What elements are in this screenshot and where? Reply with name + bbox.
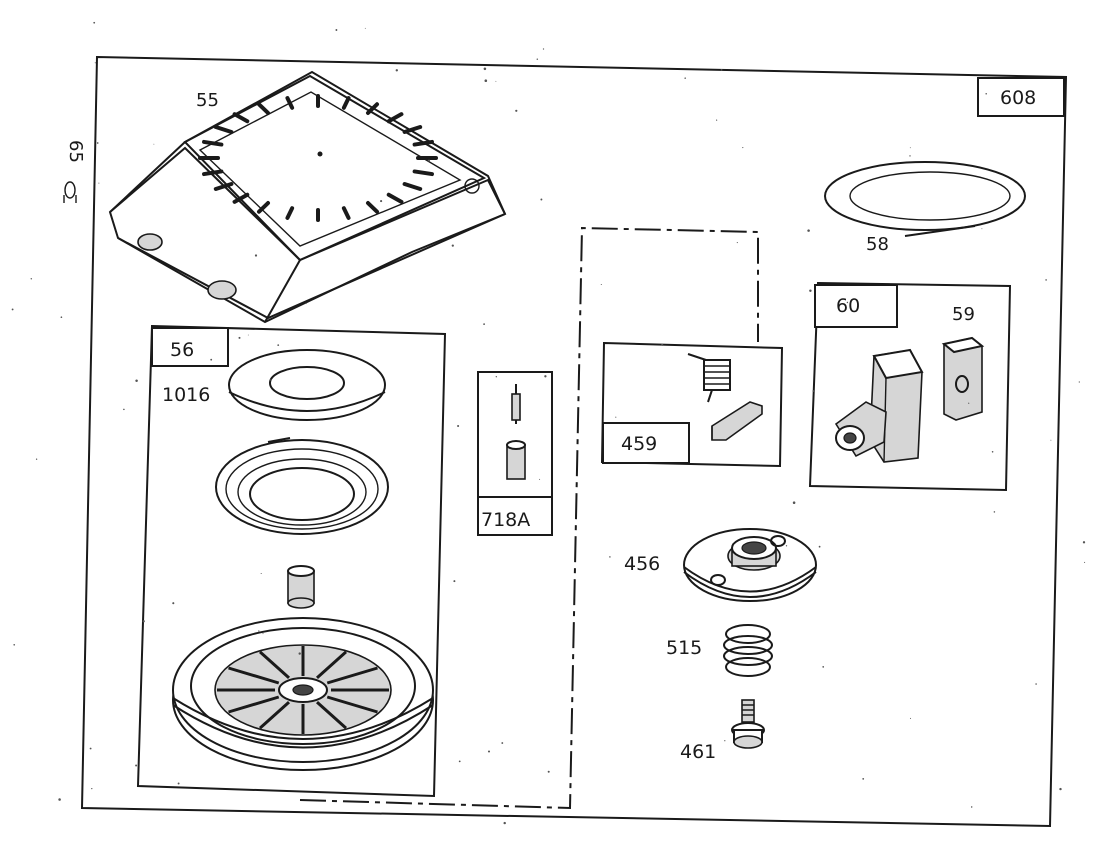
recoil-spring [215, 437, 389, 535]
screw-461 [731, 699, 765, 749]
assembly-leader [299, 226, 759, 810]
blower-housing-55 [108, 70, 507, 324]
label-60: 60 [836, 295, 860, 317]
starter-rope-58 [824, 161, 1026, 237]
kit-label: 608 [1000, 87, 1036, 109]
label-56: 56 [170, 339, 194, 361]
label-459: 459 [621, 433, 657, 455]
washer-1016 [228, 349, 386, 421]
label-59: 59 [952, 304, 975, 325]
key-icon [63, 181, 77, 203]
box-56 [136, 324, 447, 798]
label-1016: 1016 [162, 384, 210, 406]
label-58: 58 [866, 234, 889, 255]
handle-60 [834, 348, 924, 463]
outer-frame [80, 55, 1068, 828]
pawl [711, 401, 763, 441]
cam-456 [683, 528, 817, 602]
side-label: 65 [65, 140, 86, 163]
label-515: 515 [666, 637, 702, 659]
pawl-spring [687, 353, 731, 403]
side-label-group: 65 [65, 140, 86, 163]
insert-59 [941, 336, 985, 421]
label-456: 456 [624, 553, 660, 575]
bushing [287, 565, 315, 609]
box-60 [808, 281, 1012, 492]
box-459-label-box [602, 422, 690, 464]
box-60-label-box [814, 284, 898, 328]
pulley [172, 617, 434, 771]
label-55: 55 [196, 90, 219, 111]
kit-box [977, 77, 1065, 117]
box-718a [477, 371, 553, 536]
box-56-label-box [151, 327, 229, 367]
spring-515 [723, 624, 773, 677]
label-461: 461 [680, 741, 716, 763]
label-718a: 718A [481, 509, 530, 531]
pin-718a [506, 384, 526, 480]
